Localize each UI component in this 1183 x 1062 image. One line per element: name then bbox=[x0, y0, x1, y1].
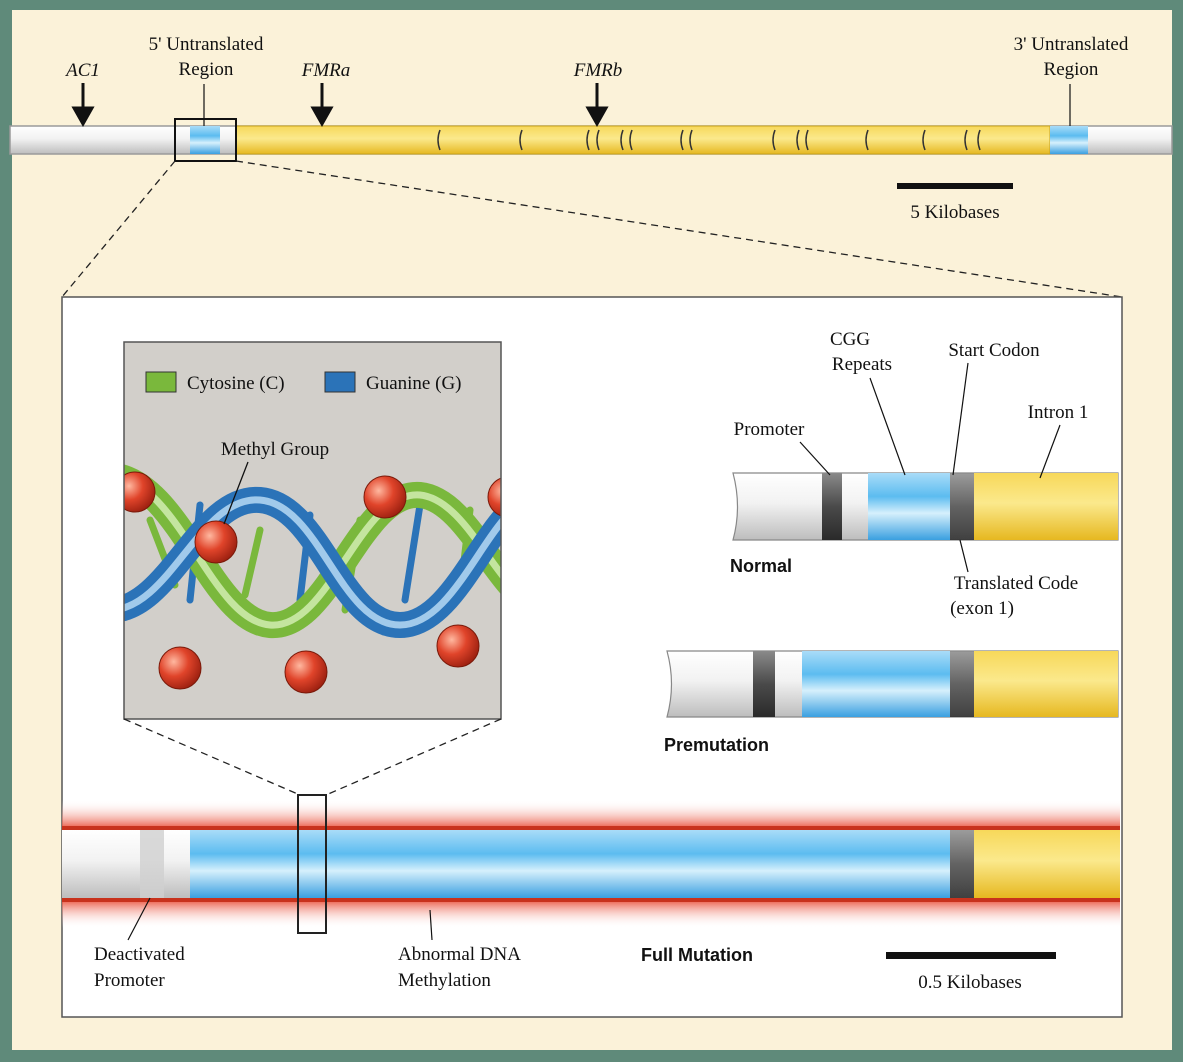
scale-label-0-5kb: 0.5 Kilobases bbox=[918, 972, 1021, 993]
promoter-label: Promoter bbox=[734, 419, 805, 440]
three-utr-label-2: Region bbox=[1044, 59, 1099, 80]
scale-bar-0-5kb bbox=[886, 952, 1056, 959]
methylation-inset: Cytosine (C) Guanine (G) Methyl Group bbox=[123, 341, 502, 796]
normal-title: Normal bbox=[730, 556, 792, 576]
normal-intron bbox=[974, 473, 1118, 540]
deactivated-promoter-band bbox=[140, 830, 164, 898]
methylation-glow-top bbox=[62, 800, 1120, 830]
exon-boundary-mark bbox=[964, 129, 968, 151]
translated-label-1: Translated Code bbox=[954, 573, 1078, 594]
exon-boundary-mark bbox=[629, 129, 633, 151]
five-utr-segment bbox=[190, 126, 220, 154]
ac1-label: AC1 bbox=[64, 60, 100, 81]
inset-zoom-line-left bbox=[123, 718, 301, 796]
abnormal-label-1: Abnormal DNA bbox=[398, 944, 521, 965]
coding-region bbox=[235, 125, 1051, 155]
dna-helix bbox=[124, 464, 501, 694]
normal-exon1 bbox=[950, 473, 974, 540]
five-utr-label-2: Region bbox=[179, 59, 234, 80]
normal-promoter bbox=[822, 473, 842, 540]
exon-boundary-mark bbox=[805, 129, 809, 151]
exon-boundary-mark bbox=[680, 129, 684, 151]
abnormal-leader bbox=[429, 909, 433, 941]
deactivated-leader bbox=[127, 897, 151, 941]
premutation-promoter bbox=[753, 651, 775, 717]
premutation-title: Premutation bbox=[664, 735, 769, 755]
exon-boundary-mark bbox=[689, 129, 693, 151]
fmra-label: FMRa bbox=[301, 60, 351, 81]
ac1-arrow-icon bbox=[71, 106, 95, 128]
guanine-legend-label: Guanine (G) bbox=[366, 373, 462, 394]
normal-allele: Normal CGG Repeats Start Codon Promoter … bbox=[730, 329, 1119, 619]
methylation-line-top bbox=[62, 826, 1120, 830]
guanine-swatch bbox=[324, 371, 356, 393]
intron-label: Intron 1 bbox=[1028, 402, 1089, 423]
exon-boundary-mark bbox=[977, 129, 981, 151]
full-mutation-allele: Deactivated Promoter Abnormal DNA Methyl… bbox=[62, 794, 1120, 993]
abnormal-label-2: Methylation bbox=[398, 970, 491, 991]
methylation-line-bottom bbox=[62, 898, 1120, 902]
exon-boundary-mark bbox=[796, 129, 800, 151]
start-codon-label: Start Codon bbox=[948, 340, 1040, 361]
inset-zoom-line-right bbox=[325, 718, 502, 796]
deactivated-label-1: Deactivated bbox=[94, 944, 185, 965]
exon-boundary-mark bbox=[586, 129, 590, 151]
exon-boundary-mark bbox=[922, 129, 926, 151]
cgg-label-1: CGG bbox=[830, 329, 870, 350]
exon-boundary-mark bbox=[519, 129, 523, 151]
scale-bar-5kb bbox=[897, 183, 1013, 189]
methyl-groups bbox=[124, 471, 501, 694]
translated-leader bbox=[959, 539, 969, 573]
full-mutation-cgg-repeats bbox=[190, 830, 950, 898]
premutation-allele: Premutation bbox=[664, 650, 1119, 755]
full-mutation-intron bbox=[974, 830, 1120, 898]
zoom-line-left bbox=[61, 160, 176, 298]
exon-boundaries bbox=[437, 129, 981, 151]
fmrb-arrow-icon bbox=[585, 106, 609, 128]
premutation-cgg-repeats bbox=[802, 651, 950, 717]
deactivated-label-2: Promoter bbox=[94, 970, 165, 991]
exon-boundary-mark bbox=[437, 129, 441, 151]
cytosine-swatch bbox=[145, 371, 177, 393]
five-utr-label-1: 5' Untranslated bbox=[149, 34, 264, 55]
cgg-leader bbox=[869, 377, 906, 476]
methylation-glow-bottom bbox=[62, 898, 1120, 928]
scale-label-5kb: 5 Kilobases bbox=[910, 202, 999, 223]
translated-label-2: (exon 1) bbox=[950, 598, 1014, 619]
premutation-exon1 bbox=[950, 651, 974, 717]
arrows bbox=[71, 83, 609, 128]
normal-cgg-repeats bbox=[868, 473, 950, 540]
zoom-box bbox=[174, 118, 237, 162]
full-mutation-title: Full Mutation bbox=[641, 945, 753, 965]
promoter-leader bbox=[799, 441, 831, 476]
cgg-label-2: Repeats bbox=[832, 354, 892, 375]
zoom-line-right bbox=[235, 160, 1123, 298]
three-utr-segment bbox=[1050, 126, 1088, 154]
premutation-intron bbox=[974, 651, 1118, 717]
exon-boundary-mark bbox=[772, 129, 776, 151]
full-mutation-exon1 bbox=[950, 830, 974, 898]
fmrb-label: FMRb bbox=[573, 60, 623, 81]
three-utr-label-1: 3' Untranslated bbox=[1014, 34, 1129, 55]
fmra-arrow-icon bbox=[310, 106, 334, 128]
methyl-group-leader bbox=[223, 461, 249, 525]
gene-map: AC1 5' Untranslated Region FMRa FMRb 3' … bbox=[9, 34, 1173, 298]
intron-leader bbox=[1039, 424, 1061, 479]
exon-boundary-mark bbox=[596, 129, 600, 151]
cytosine-legend-label: Cytosine (C) bbox=[187, 373, 285, 394]
methyl-group-label: Methyl Group bbox=[221, 439, 329, 460]
inset-zoom-box bbox=[297, 794, 327, 934]
exon-boundary-mark bbox=[620, 129, 624, 151]
start-codon-leader bbox=[952, 362, 969, 476]
exon-boundary-mark bbox=[865, 129, 869, 151]
